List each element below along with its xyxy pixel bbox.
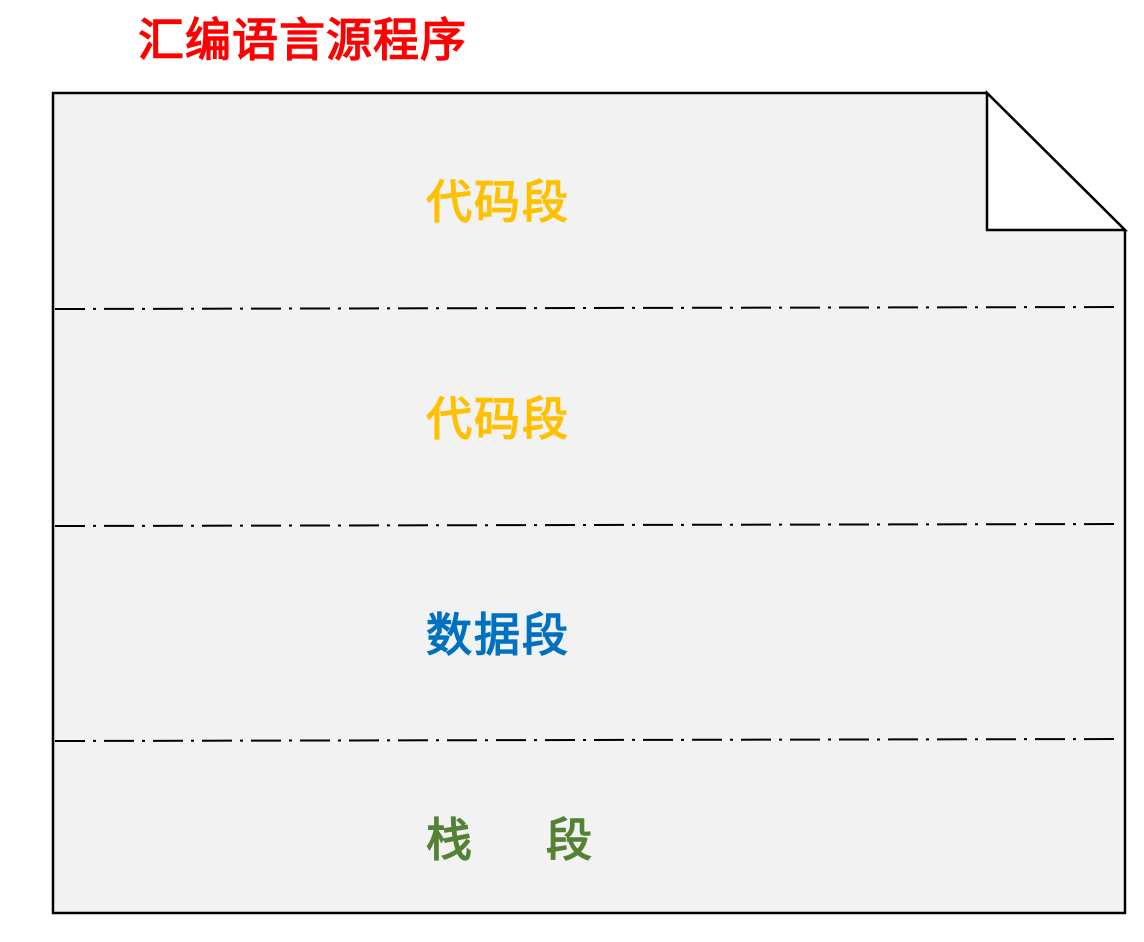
code-segment-label: 代码段 — [426, 392, 570, 446]
stack-segment-label: 栈 段 — [426, 813, 595, 867]
segment-divider — [54, 523, 1123, 527]
code-segment-label: 代码段 — [426, 175, 570, 229]
segment-divider — [54, 306, 1123, 310]
folded-corner — [985, 89, 1129, 232]
document-body — [51, 91, 1127, 915]
segment-divider — [54, 738, 1123, 742]
diagram-title: 汇编语言源程序 — [138, 13, 467, 67]
data-segment-label: 数据段 — [426, 608, 570, 662]
